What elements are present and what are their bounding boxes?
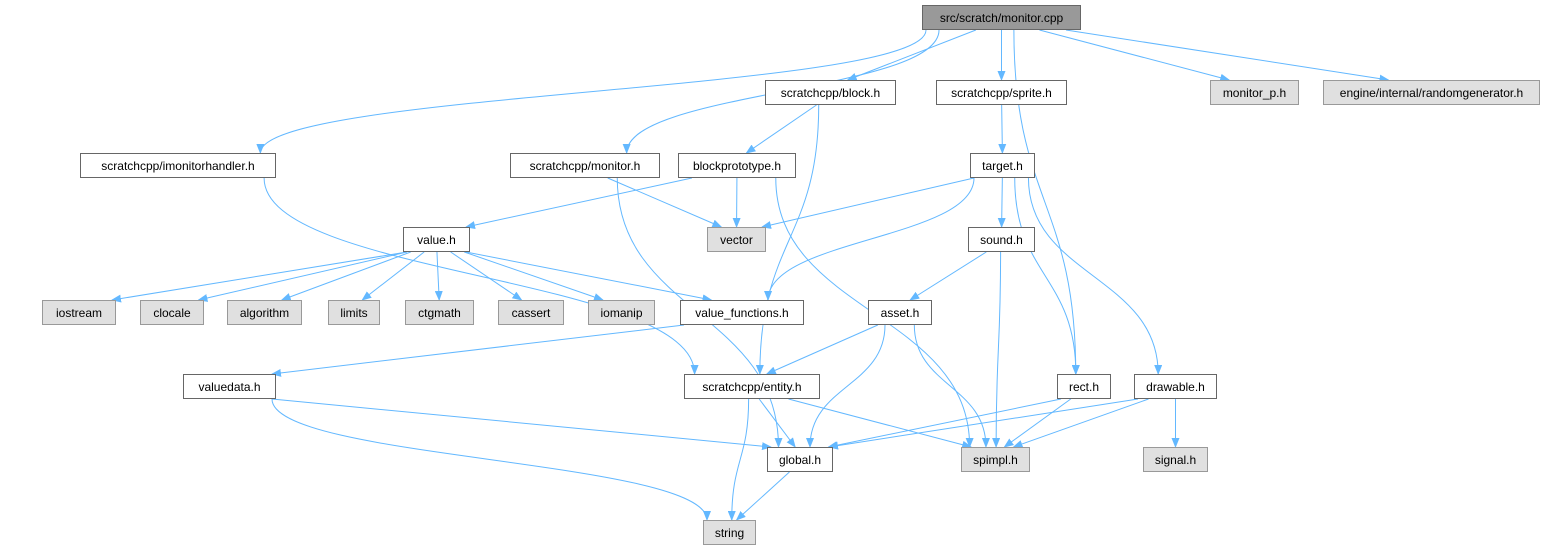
edge-value-to-algorithm	[280, 251, 411, 301]
edge-block-to-blockprototype	[745, 104, 817, 154]
graph-node-blockprototype[interactable]: blockprototype.h	[678, 153, 796, 178]
edge-root-to-block	[846, 29, 977, 81]
edge-value_functions-to-valuedata	[271, 324, 685, 377]
edge-block-to-entity	[755, 104, 820, 375]
edge-root-to-randomgen	[1065, 29, 1390, 83]
graph-node-value-functions[interactable]: value_functions.h	[680, 300, 804, 325]
edge-asset-to-global	[806, 324, 886, 448]
graph-node-clocale: clocale	[140, 300, 204, 325]
edge-value-to-iomanip	[464, 251, 604, 301]
graph-node-iomanip: iomanip	[588, 300, 655, 325]
edge-root-to-imonitorhandler	[256, 29, 927, 154]
edge-sprite-to-target	[998, 104, 1007, 154]
edge-value-to-ctgmath	[434, 251, 443, 301]
graph-node-signal: signal.h	[1143, 447, 1208, 472]
graph-node-root: src/scratch/monitor.cpp	[922, 5, 1081, 30]
graph-node-sound[interactable]: sound.h	[968, 227, 1035, 252]
edge-value-to-iostream	[111, 251, 408, 303]
edge-target-to-vector	[761, 177, 975, 229]
edge-blockprototype-to-value	[465, 177, 693, 230]
edge-global-to-string	[735, 471, 790, 521]
edge-entity-to-spimpl	[788, 398, 973, 449]
graph-node-sprite[interactable]: scratchcpp/sprite.h	[936, 80, 1067, 105]
graph-node-spimpl: spimpl.h	[961, 447, 1030, 472]
graph-node-global[interactable]: global.h	[767, 447, 833, 472]
edge-rect-to-spimpl	[1003, 398, 1072, 448]
edge-entity-to-global	[758, 398, 796, 448]
graph-node-entity[interactable]: scratchcpp/entity.h	[684, 374, 820, 399]
edge-valuedata-to-string	[271, 398, 711, 521]
graph-node-vector: vector	[707, 227, 766, 252]
edge-value-to-value_functions	[465, 251, 713, 303]
edge-sound-to-spimpl	[992, 251, 1002, 448]
graph-node-target[interactable]: target.h	[970, 153, 1035, 178]
edge-target-to-drawable	[1027, 177, 1163, 375]
edge-value-to-clocale	[197, 251, 408, 302]
edge-sound-to-asset	[909, 251, 987, 301]
edge-valuedata-to-global	[271, 398, 772, 451]
edge-entity-to-string	[727, 398, 750, 521]
edge-target-to-sound	[997, 177, 1006, 228]
edge-value-to-cassert	[450, 251, 523, 301]
edge-root-to-monitor_p	[1039, 29, 1231, 82]
edge-value-to-limits	[361, 251, 425, 301]
graph-node-block[interactable]: scratchcpp/block.h	[765, 80, 896, 105]
graph-node-cassert: cassert	[498, 300, 564, 325]
edge-monitor_h-to-vector	[607, 177, 723, 228]
graph-node-ctgmath: ctgmath	[405, 300, 474, 325]
graph-node-limits: limits	[328, 300, 380, 325]
graph-node-monitor-p: monitor_p.h	[1210, 80, 1299, 105]
edge-drawable-to-global	[828, 398, 1139, 450]
edge-rect-to-global	[827, 398, 1062, 450]
graph-node-algorithm: algorithm	[227, 300, 302, 325]
edge-drawable-to-spimpl	[1012, 398, 1149, 448]
graph-node-rect[interactable]: rect.h	[1057, 374, 1111, 399]
edge-asset-to-spimpl	[913, 324, 990, 448]
edge-target-to-rect	[1014, 177, 1080, 375]
graph-node-string: string	[703, 520, 756, 545]
graph-node-imonitorhandler[interactable]: scratchcpp/imonitorhandler.h	[80, 153, 276, 178]
edge-asset-to-entity	[765, 324, 879, 375]
graph-node-drawable[interactable]: drawable.h	[1134, 374, 1217, 399]
graph-node-value[interactable]: value.h	[403, 227, 470, 252]
edge-target-to-value_functions	[764, 177, 975, 301]
graph-node-asset[interactable]: asset.h	[868, 300, 932, 325]
graph-node-valuedata[interactable]: valuedata.h	[183, 374, 276, 399]
graph-node-monitor-h[interactable]: scratchcpp/monitor.h	[510, 153, 660, 178]
graph-node-iostream: iostream	[42, 300, 116, 325]
edge-imonitorhandler-to-entity	[263, 177, 699, 375]
graph-node-randomgen: engine/internal/randomgenerator.h	[1323, 80, 1540, 105]
